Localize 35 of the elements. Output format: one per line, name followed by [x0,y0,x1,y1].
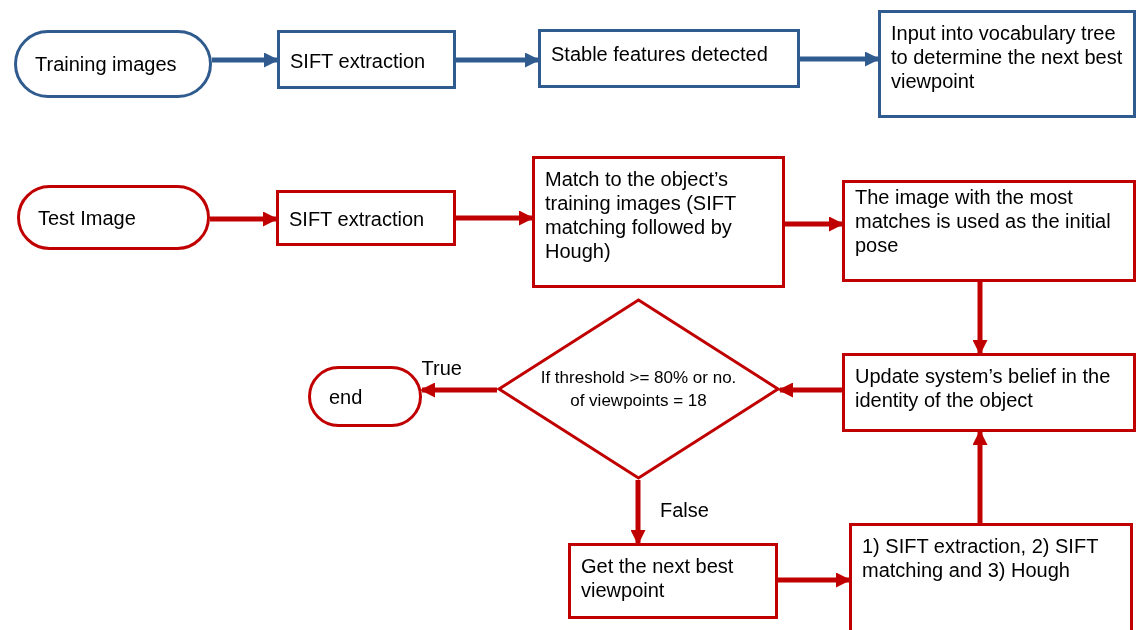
process-box [842,353,1136,432]
box-text: The image with the most matches is used as the initial pose [855,185,1112,257]
process-box [568,543,778,619]
arrow [972,282,988,355]
arrow [212,52,279,68]
box-text: Input into vocabulary tree to determine the next best viewpoint [891,21,1123,93]
decision-text: If threshold >= 80% or no. of viewpoints = 18 [539,367,738,412]
arrow [800,51,880,67]
arrow [420,382,497,398]
arrow [210,211,278,227]
box-text: end [329,384,363,409]
box-text: Stable features detected [551,42,769,66]
box-text: Training images [35,52,177,76]
arrow [630,480,646,545]
arrow [456,52,540,68]
process-box [277,30,456,89]
box-text: 1) SIFT extraction, 2) SIFT matching and 3) Hough [862,534,1099,582]
process-box [849,523,1133,630]
box-text: SIFT extraction [290,49,427,73]
arrow [778,572,851,588]
process-box [532,156,785,288]
process-box [878,10,1136,118]
arrow [972,430,988,523]
process-box [276,190,456,246]
process-box [842,180,1136,282]
box-text: Test Image [38,205,136,230]
box-text: Get the next best viewpoint [581,554,735,602]
box-text: Update system’s belief in the identity of the object [855,364,1112,412]
box-text: SIFT extraction [289,207,426,231]
arrow [456,210,534,226]
box-text: Match to the object’s training images (SIFT matching followed by Hough) [545,167,737,263]
arrow [785,216,844,232]
terminal-box [308,366,422,427]
process-box [538,29,800,88]
arrow [778,382,842,398]
